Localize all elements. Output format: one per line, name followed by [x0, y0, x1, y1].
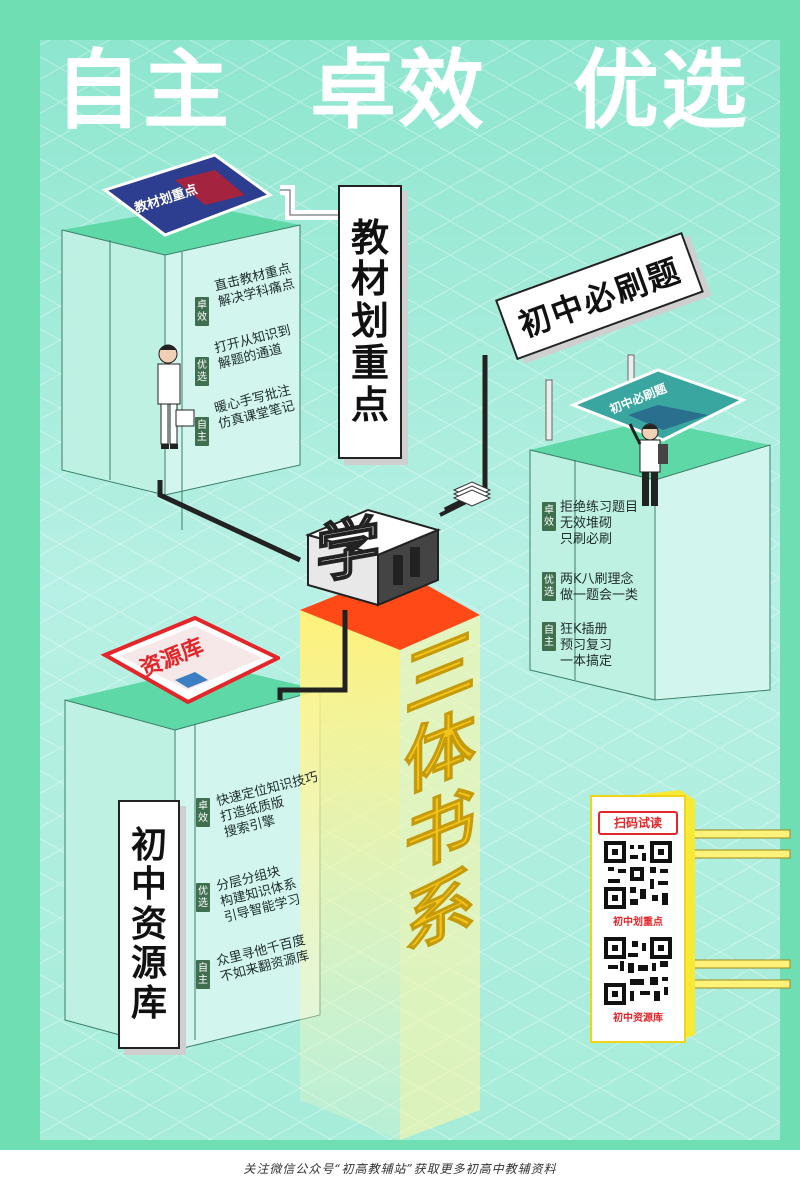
headline-part3: 优选 — [573, 41, 749, 141]
series-title: 三 体 书 系 — [400, 616, 480, 968]
paper-stack-icon — [452, 481, 492, 507]
textbook-sign-char: 材 — [350, 257, 389, 302]
qr-code-icon[interactable] — [604, 937, 672, 1005]
feature-tag: 卓效 — [196, 798, 210, 827]
feature-tag: 卓效 — [542, 502, 556, 531]
resource-book-shape — [100, 615, 283, 705]
feature-tag: 优选 — [542, 572, 556, 601]
resource-sign-char: 源 — [130, 943, 167, 985]
textbook-sign-char: 重 — [350, 340, 389, 385]
feature-tag: 自主 — [196, 960, 210, 989]
center-glyph: 学 — [315, 507, 381, 594]
resource-sign-char: 初 — [130, 824, 167, 866]
textbook-sign-char: 划 — [350, 299, 389, 344]
center-block-shape — [304, 508, 442, 607]
feature-tag: 卓效 — [195, 297, 209, 326]
center-glyph-block: 学 — [298, 495, 448, 615]
qr-code-icon[interactable] — [604, 841, 672, 909]
resource-sign-char: 中 — [130, 864, 167, 906]
textbook-sign-char: 点 — [350, 382, 389, 427]
textbook-book: 教材划重点 — [95, 150, 275, 240]
resource-book: 资源库 — [100, 610, 283, 710]
qr-title: 扫码试读 — [598, 811, 678, 835]
feature-tag: 自主 — [195, 417, 209, 446]
footer-note: 关注微信公众号“初高教辅站”获取更多初高中教辅资料 — [243, 1162, 557, 1176]
textbook-sign: 教 材 划 重 点 — [338, 185, 402, 459]
headline-part2: 卓效 — [310, 41, 486, 141]
resource-sign-char: 库 — [130, 982, 167, 1024]
feature-tag: 自主 — [542, 622, 556, 651]
feature-tag: 优选 — [196, 883, 210, 912]
resource-sign-char: 资 — [130, 903, 167, 945]
feature-text: 两K八刷理念 做一题会一类 — [560, 572, 639, 603]
feature-text: 狂K插册 预习复习 一本搞定 — [560, 622, 613, 669]
resource-sign: 初 中 资 源 库 — [118, 800, 180, 1049]
feature-tag: 优选 — [195, 357, 209, 386]
person-with-camera-icon — [628, 423, 668, 506]
textbook-sign-char: 教 — [350, 215, 389, 260]
qr-panel: 扫码试读 初中划重点 — [590, 795, 686, 1043]
headline-part1: 自主 — [55, 41, 231, 141]
qr-caption: 初中划重点 — [613, 917, 663, 928]
qr-caption: 初中资源库 — [613, 1013, 663, 1024]
textbook-book-shape — [101, 153, 274, 237]
feature-text: 拒绝练习题目 无效堆砌 只刷必刷 — [560, 500, 639, 547]
person-with-briefcase-icon — [157, 344, 195, 449]
